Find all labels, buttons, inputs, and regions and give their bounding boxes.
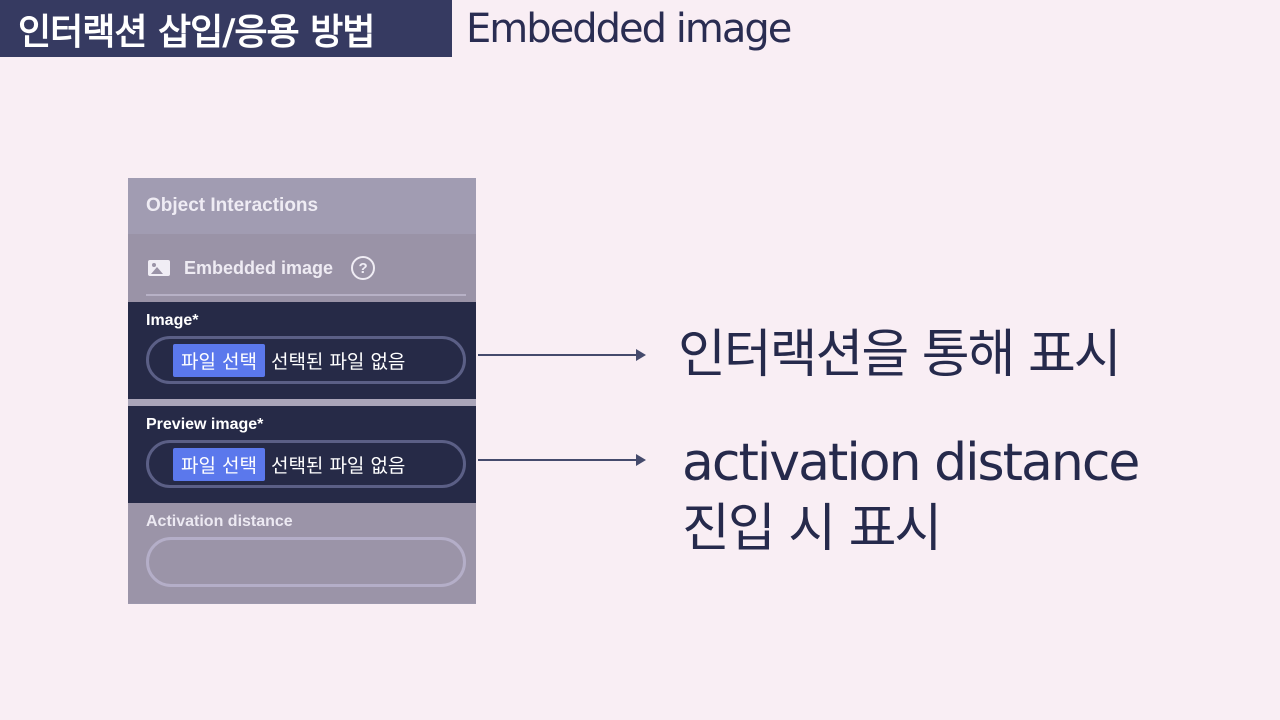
- slide-title: 인터랙션 삽입/응용 방법: [0, 0, 452, 57]
- help-circle-icon[interactable]: ?: [351, 256, 376, 280]
- image-field-label: Image*: [146, 312, 199, 329]
- annotation-image: 인터랙션을 통해 표시: [678, 325, 1122, 385]
- image-file-input[interactable]: 파일 선택 선택된 파일 없음: [146, 336, 466, 384]
- section-label: Embedded image: [184, 257, 334, 278]
- annotation-preview-line2: 진입 시 표시: [682, 499, 942, 559]
- choose-file-button[interactable]: 파일 선택: [173, 447, 265, 481]
- image-field: Image* 파일 선택 선택된 파일 없음: [128, 302, 476, 399]
- preview-image-field: Preview image* 파일 선택 선택된 파일 없음: [128, 406, 476, 503]
- annotation-preview-line1: activation distance: [682, 433, 1140, 493]
- activation-distance-label: Activation distance: [146, 513, 293, 530]
- object-interactions-panel: Object Interactions Embedded image ? Ima…: [128, 178, 476, 604]
- activation-distance-field: Activation distance: [128, 503, 476, 603]
- activation-distance-input[interactable]: [146, 537, 466, 587]
- arrow-preview-image: [478, 454, 646, 466]
- file-status-text: 선택된 파일 없음: [270, 350, 406, 373]
- slide-title-bar: 인터랙션 삽입/응용 방법 Embedded image: [0, 0, 792, 57]
- image-icon: [148, 260, 170, 276]
- slide-subtitle: Embedded image: [466, 5, 792, 52]
- preview-image-field-label: Preview image*: [146, 416, 264, 433]
- preview-image-file-input[interactable]: 파일 선택 선택된 파일 없음: [146, 440, 466, 488]
- divider: [128, 399, 476, 406]
- choose-file-button[interactable]: 파일 선택: [173, 343, 265, 377]
- embedded-image-section: Embedded image ?: [128, 234, 476, 302]
- panel-header: Object Interactions: [128, 178, 476, 234]
- arrow-image: [478, 349, 646, 361]
- file-status-text: 선택된 파일 없음: [270, 454, 406, 477]
